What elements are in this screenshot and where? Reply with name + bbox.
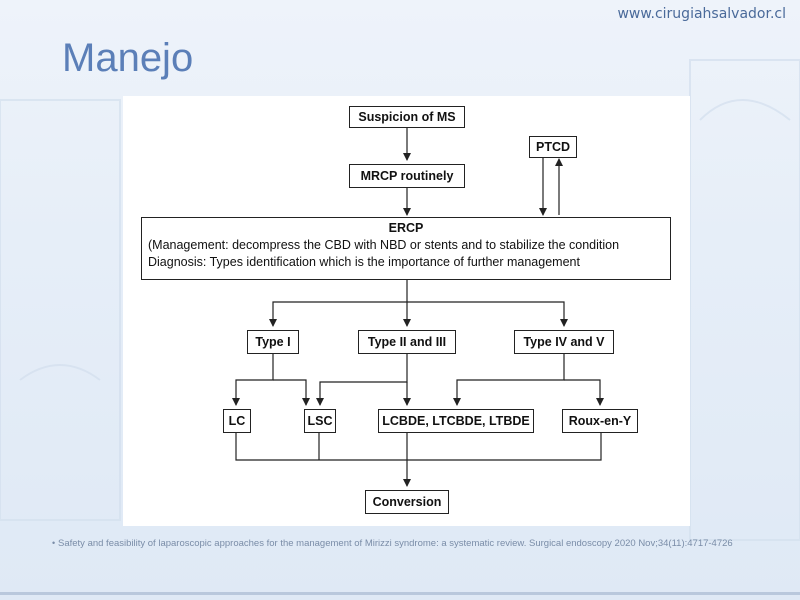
- ercp-management-text: (Management: decompress the CBD with NBD…: [148, 238, 620, 252]
- footer-divider: [0, 592, 800, 595]
- node-type-2-3: Type II and III: [358, 330, 456, 354]
- node-roux-en-y: Roux-en-Y: [562, 409, 638, 433]
- node-lcbde: LCBDE, LTCBDE, LTBDE: [378, 409, 534, 433]
- node-ercp: ERCP (Management: decompress the CBD wit…: [141, 217, 671, 280]
- arrow-ercp-type45: [407, 301, 568, 327]
- arrow-type1-lc: [232, 354, 274, 406]
- line-to-conversion: [235, 433, 602, 461]
- flowchart-connectors: [232, 128, 604, 487]
- node-suspicion-ms: Suspicion of MS: [349, 106, 465, 128]
- arrow-type1-lsc: [273, 379, 310, 406]
- reference-citation: Safety and feasibility of laparoscopic a…: [58, 538, 733, 549]
- site-url: www.cirugiahsalvador.cl: [617, 6, 786, 22]
- arrow-ercp-type1: [269, 301, 407, 327]
- node-mrcp-routinely: MRCP routinely: [349, 164, 465, 188]
- ercp-title: ERCP: [388, 221, 424, 235]
- arrow-type45-roux: [564, 379, 604, 406]
- node-type-4-5: Type IV and V: [514, 330, 614, 354]
- node-ptcd: PTCD: [529, 136, 577, 158]
- node-conversion: Conversion: [365, 490, 449, 514]
- node-lsc: LSC: [304, 409, 336, 433]
- node-type-1: Type I: [247, 330, 299, 354]
- arrow-type23-lsc: [316, 354, 408, 406]
- flowchart-panel: Suspicion of MS PTCD MRCP routinely ERCP…: [123, 96, 690, 526]
- node-lc: LC: [223, 409, 251, 433]
- arrow-type45-lcbde: [453, 354, 565, 406]
- slide-title: Manejo: [62, 36, 194, 80]
- ercp-diagnosis-text: Diagnosis: Types identification which is…: [148, 255, 580, 269]
- reference-bullet: •: [52, 538, 56, 548]
